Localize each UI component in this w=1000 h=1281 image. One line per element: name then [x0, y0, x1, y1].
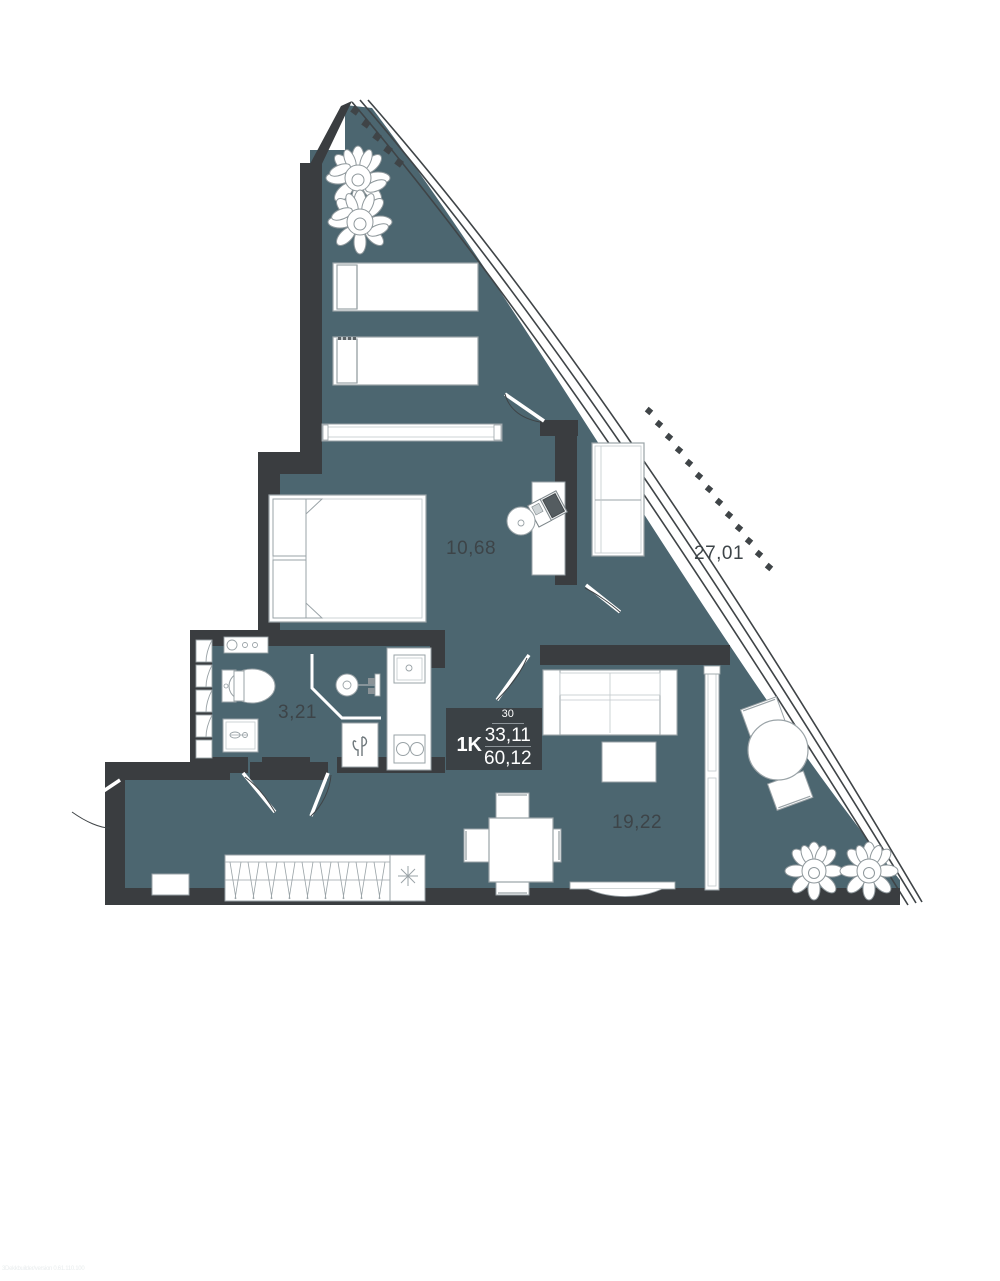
bedroom-door-swing — [504, 393, 541, 423]
double-bed-icon — [268, 494, 427, 623]
railing-hatch-mid — [644, 406, 774, 572]
bathroom-door — [241, 771, 277, 814]
kitchen-door — [309, 772, 332, 817]
hall-cabinet-icon — [151, 873, 190, 896]
bedroom-door-bottom — [495, 653, 531, 702]
wardrobe-icon — [224, 854, 426, 902]
unit-info-badge: 1K 30 33,11 60,12 — [446, 708, 542, 770]
dining-chair-icon — [495, 792, 530, 821]
sun-lounger-icon — [332, 262, 479, 386]
washing-machine-icon — [341, 722, 379, 768]
desk-chair-icon — [506, 506, 536, 536]
outdoor-daybed-icon — [591, 442, 645, 557]
vanity-shelf-icon — [223, 636, 269, 654]
bathroom-left-fittings — [195, 639, 213, 759]
railing-hatch-top — [350, 105, 404, 168]
unit-number: 30 — [491, 708, 524, 725]
unit-area-living: 33,11 — [484, 725, 531, 748]
shower-icon — [310, 654, 381, 720]
sofa-icon — [542, 669, 678, 736]
plan-background — [105, 105, 900, 905]
lounger-hinge-hatch — [338, 337, 356, 340]
laptop-icon — [527, 490, 568, 528]
bathroom-sink-icon — [222, 718, 259, 753]
sliding-terrace-door — [703, 665, 721, 891]
watermark-text: 3Dekkbuilder/version 0.61.110.100 — [2, 1266, 85, 1272]
potted-plant-icon — [784, 841, 899, 901]
unit-room-type: 1K — [456, 734, 483, 756]
toilet-icon — [221, 668, 276, 704]
entrance-door — [71, 778, 121, 829]
unit-area-total: 60,12 — [484, 748, 532, 770]
potted-plant-icon — [325, 145, 393, 255]
bedroom-door-top — [504, 392, 545, 423]
coffee-table-icon — [601, 741, 657, 783]
kitchen-unit-icon — [386, 647, 432, 771]
dining-chair-icon — [463, 828, 492, 863]
dining-set-icon — [463, 792, 562, 896]
bedroom-window — [321, 423, 503, 442]
terrace-door — [584, 583, 622, 614]
round-outdoor-table-icon — [739, 696, 814, 811]
tv-console-icon — [569, 881, 676, 897]
